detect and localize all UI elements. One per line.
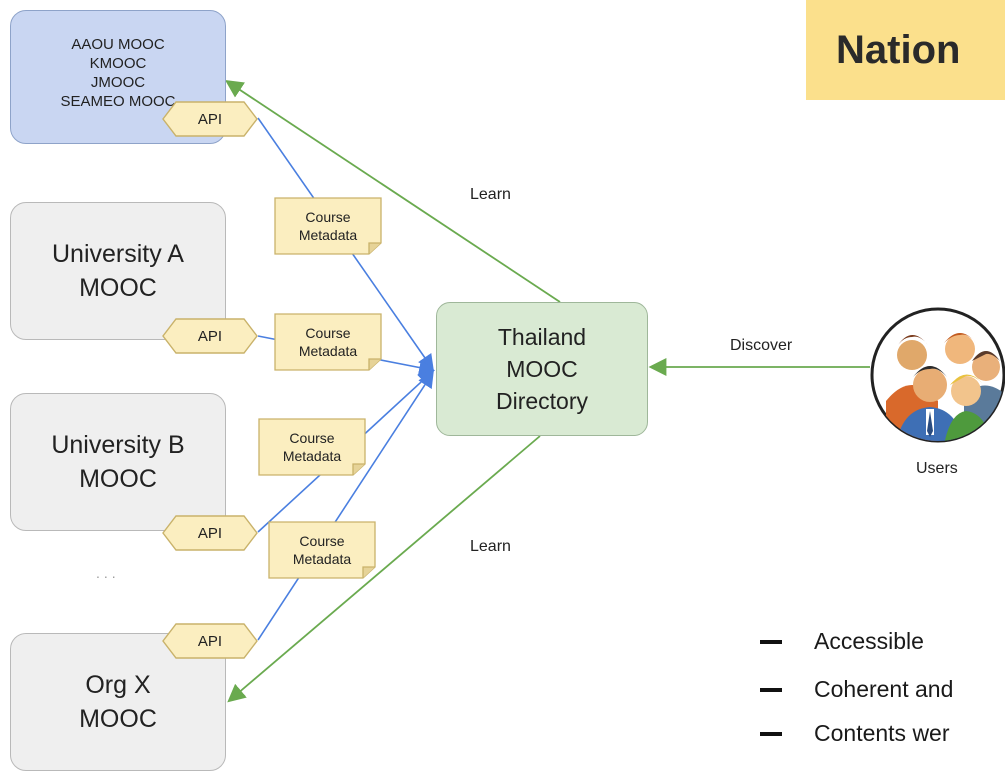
page-title: Nation: [836, 27, 961, 72]
learn-arrow-bottom: [227, 435, 541, 703]
api-flow-org-x: [257, 371, 434, 641]
partner-mooc-list: AAOU MOOC KMOOC JMOOC SEAMEO MOOC: [60, 35, 175, 111]
partner-mooc-aaou: AAOU MOOC: [71, 36, 165, 53]
dash-icon: [760, 639, 782, 644]
api-badge-university-b: API: [162, 515, 258, 551]
course-metadata-note-4: Course Metadata: [268, 521, 376, 579]
learn-arrow-top: [224, 80, 561, 303]
dash-icon: [760, 731, 782, 736]
course-metadata-note-2: Course Metadata: [274, 313, 382, 371]
university-a-box: University A MOOC: [10, 202, 226, 340]
course-metadata-note-1: Course Metadata: [274, 197, 382, 255]
api-badge-university-a: API: [162, 318, 258, 354]
api-label: API: [197, 524, 223, 542]
discover-label: Discover: [730, 337, 793, 354]
bullet-item-3: Contents wer: [760, 720, 950, 747]
thailand-mooc-directory: Thailand MOOC Directory: [436, 302, 648, 436]
page-title-banner: Nation: [806, 0, 1005, 100]
api-label: API: [197, 327, 223, 345]
users-label: Users: [916, 460, 958, 477]
bullet-item-1: Accessible: [760, 628, 924, 655]
course-metadata-note-3: Course Metadata: [258, 418, 366, 476]
partner-mooc-kmooc: KMOOC: [89, 55, 147, 72]
learn-label-bottom: Learn: [470, 538, 511, 555]
api-label: API: [197, 632, 223, 650]
learn-label-top: Learn: [470, 186, 511, 203]
university-b-box: University B MOOC: [10, 393, 226, 531]
api-label: API: [197, 110, 223, 128]
api-badge-org-x: API: [162, 623, 258, 659]
bullet-item-2: Coherent and: [760, 676, 953, 703]
dash-icon: [760, 687, 782, 692]
partner-mooc-seameo: SEAMEO MOOC: [60, 93, 176, 110]
users-icon: [870, 307, 1005, 443]
partner-mooc-jmooc: JMOOC: [90, 74, 146, 91]
more-sources-ellipsis: ...: [96, 565, 120, 581]
api-badge-partner: API: [162, 101, 258, 137]
